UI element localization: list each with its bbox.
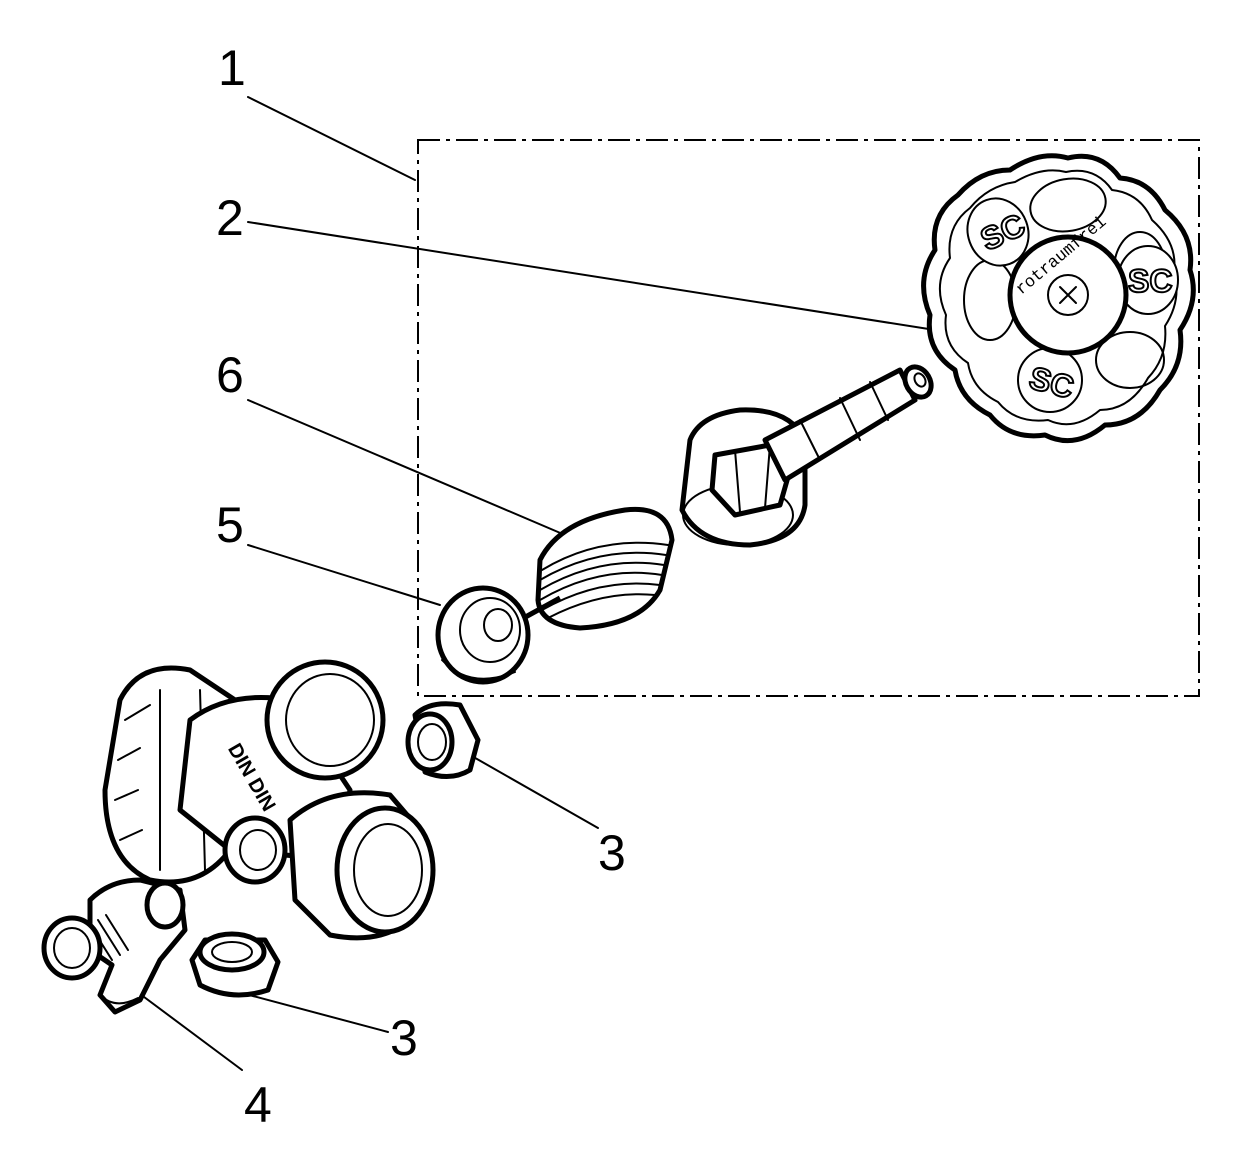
top-port [264,659,386,781]
leader-5 [247,544,441,606]
screw-cross-icon [1059,286,1077,304]
leader-1 [247,96,416,181]
logo-text-right: SC [1128,263,1172,299]
assembly-1-boundary [417,139,1200,697]
leader-3a [469,754,599,829]
logo-pad-left [966,197,1030,267]
spindle-bonnet [679,364,934,548]
leader-2 [247,221,936,331]
callout-numbers: 1 2 6 5 3 3 4 [216,40,626,1133]
spring-part-6 [535,506,675,631]
callout-1: 1 [218,40,246,96]
callout-3b: 3 [390,1010,418,1066]
leader-lines [127,96,936,1071]
callout-6: 6 [216,347,244,403]
handwheel-part-2: SC SC SC rotraumfrei [921,153,1196,444]
valve-disc-part-5 [435,585,562,685]
leader-3b [237,991,389,1033]
callout-5: 5 [216,497,244,553]
drain-valve-part-4 [41,877,188,1015]
callout-2: 2 [216,190,244,246]
leader-4 [127,984,243,1071]
callout-4: 4 [244,1077,272,1133]
outlet-port [334,805,436,935]
plug-part-3-upper [405,701,481,779]
valve-body: DIN DIN [102,659,436,941]
leader-6 [247,399,566,536]
plug-part-3-lower [189,931,281,998]
callout-3a: 3 [598,825,626,881]
